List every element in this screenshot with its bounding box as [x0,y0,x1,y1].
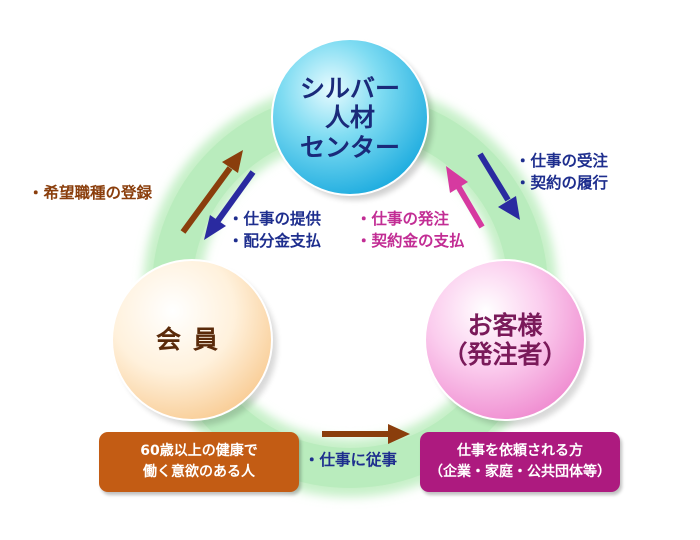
member-label-line: 会員 [155,325,230,355]
center-label-line: センター [299,132,400,162]
arrow-center-to-customer [477,152,520,220]
box-text: （企業・家庭・公共団体等） [429,464,611,480]
arrow-member-to-center [180,150,243,234]
member-circle [111,259,273,421]
member-description-box: 60歳以上の健康で 働く意欲のある人 [99,432,299,492]
flow-text: ・仕事の発注 [356,210,450,228]
customer-description-box: 仕事を依頼される方 （企業・家庭・公共団体等） [420,432,620,492]
member-node-label: 会員 [108,280,278,400]
flow-text: ・配分金支払 [228,232,322,250]
center-node-label: シルバー 人材 センター [270,58,430,178]
flow-label-member-to-center: ・希望職種の登録 [28,182,152,204]
arrow-customer-to-center [446,166,485,229]
box-text: 仕事を依頼される方 [457,443,583,459]
customer-label-line: お客様 [467,310,543,340]
flow-text: ・契約金の支払 [356,232,465,250]
center-label-line: 人材 [324,103,375,133]
box-text: 働く意欲のある人 [143,464,255,480]
flow-text: ・仕事の受注 [515,152,609,170]
customer-circle [424,259,586,421]
box-text: 60歳以上の健康で [140,443,258,459]
flow-text: ・仕事の提供 [228,210,322,228]
flow-label-center-to-customer: ・仕事の受注 ・契約の履行 [515,150,608,194]
flow-label-center-to-member: ・仕事の提供 ・配分金支払 [228,208,321,252]
center-label-line: シルバー [299,73,400,103]
flow-label-customer-to-center: ・仕事の発注 ・契約金の支払 [356,208,465,252]
flow-label-member-to-customer: ・仕事に従事 [304,449,397,471]
arrow-member-to-customer [322,424,410,444]
arrow-center-to-member [204,170,256,240]
flow-text: ・希望職種の登録 [28,184,153,202]
customer-node-label: お客様 （発注者） [422,280,588,400]
flow-text: ・仕事に従事 [304,451,398,469]
customer-label-line: （発注者） [442,340,568,369]
flow-text: ・契約の履行 [515,174,609,192]
center-circle [271,38,429,196]
